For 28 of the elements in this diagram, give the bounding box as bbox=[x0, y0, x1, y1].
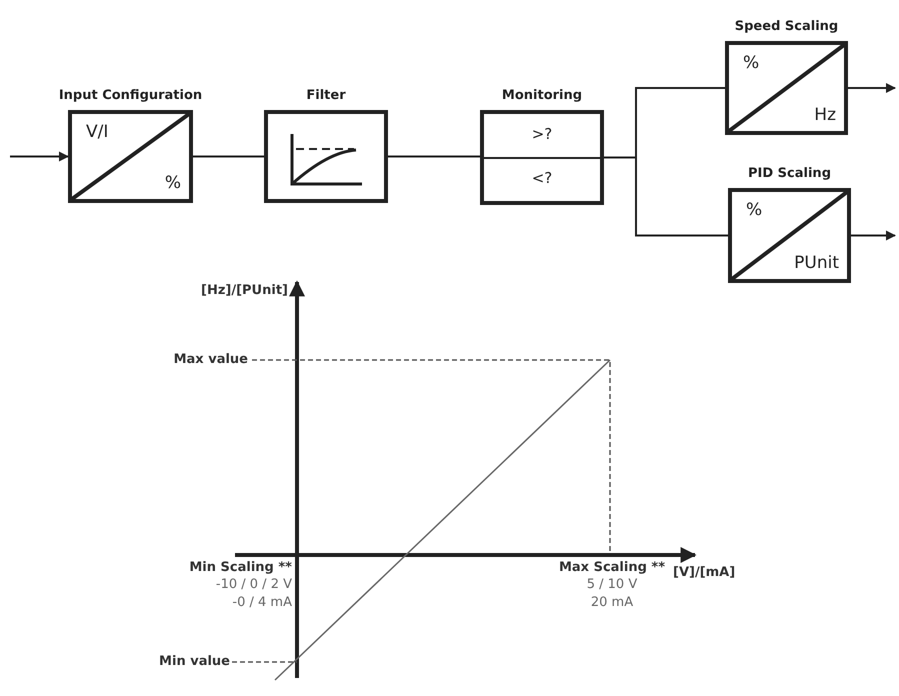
comparison-sign: <? bbox=[530, 168, 554, 188]
block-title: Monitoring bbox=[500, 88, 584, 103]
range-label: -0 / 4 mA bbox=[232, 595, 292, 611]
axis-label: [V]/[mA] bbox=[673, 565, 736, 581]
output-unit-label: Hz bbox=[814, 105, 836, 125]
range-label: Min Scaling ** bbox=[189, 560, 292, 576]
arrow bbox=[10, 152, 69, 162]
block-title: PID Scaling bbox=[747, 166, 832, 181]
input-unit-label: % bbox=[743, 53, 760, 73]
input-unit-label: V/I bbox=[86, 122, 108, 142]
output-unit-label: PUnit bbox=[794, 253, 839, 273]
block-title: Filter bbox=[305, 88, 347, 103]
connector-line bbox=[604, 156, 728, 236]
range-label: 5 / 10 V bbox=[586, 577, 638, 593]
input-unit-label: % bbox=[746, 200, 762, 220]
comparison-sign: >? bbox=[530, 124, 554, 144]
block-title: Speed Scaling bbox=[734, 19, 840, 34]
arrow bbox=[848, 83, 896, 93]
output-unit-label: % bbox=[164, 173, 181, 193]
connector-line bbox=[193, 156, 264, 158]
value-label: Max value bbox=[174, 352, 248, 368]
axis-label: [Hz]/[PUnit] bbox=[201, 283, 288, 299]
arrow bbox=[851, 230, 896, 240]
connector-line bbox=[388, 156, 480, 158]
range-label: 20 mA bbox=[590, 595, 634, 611]
block-title: Input Configuration bbox=[58, 88, 204, 103]
value-label: Min value bbox=[159, 654, 230, 670]
range-label: -10 / 0 / 2 V bbox=[216, 577, 292, 593]
